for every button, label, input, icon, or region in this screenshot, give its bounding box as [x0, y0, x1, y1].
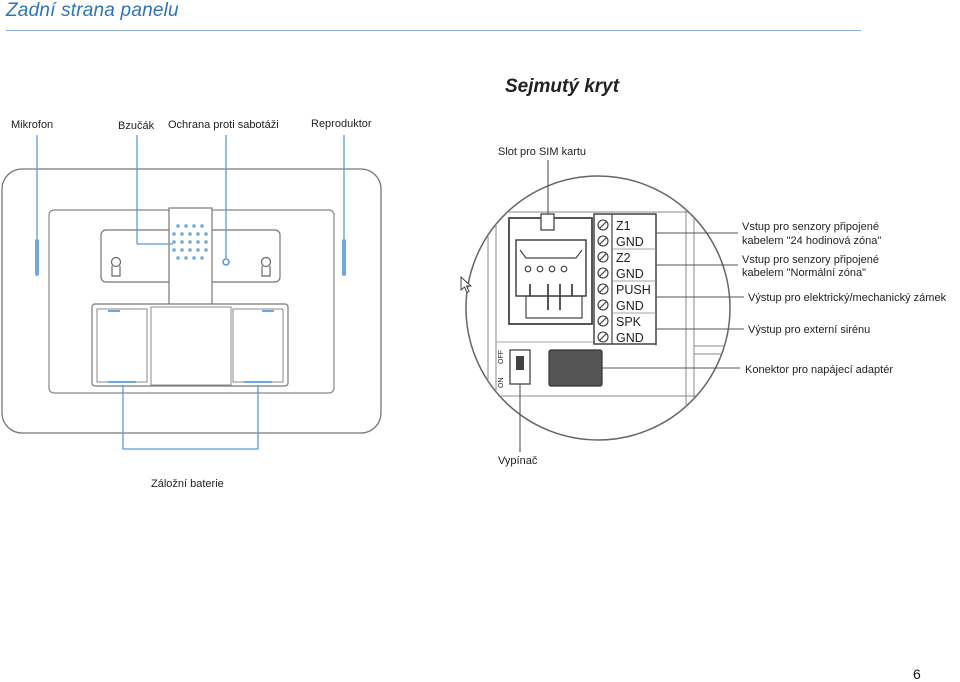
keyhole-right — [260, 256, 272, 277]
battery-compartment — [91, 303, 289, 387]
terminal-block: Z1 GND Z2 GND PUSH GND SPK GND — [593, 213, 657, 345]
terminal-z2: Z2 — [616, 251, 631, 265]
label-bzucak: Bzučák — [118, 120, 155, 132]
label-sim-slot: Slot pro SIM kartu — [498, 146, 586, 158]
terminal-gnd-3: GND — [616, 299, 644, 313]
figure-title: Sejmutý kryt — [505, 76, 620, 97]
terminal-gnd-1: GND — [616, 235, 644, 249]
zoom-view: Z1 GND Z2 GND PUSH GND SPK GND OFF ON — [465, 175, 731, 441]
buzzer-grid — [172, 224, 208, 260]
power-connector — [548, 349, 603, 387]
page-number: 6 — [913, 666, 921, 682]
tamper-switch — [222, 258, 230, 266]
right-callouts — [519, 160, 744, 452]
label-vstup24-line1: Vstup pro senzory připojené — [742, 221, 879, 233]
terminal-gnd-2: GND — [616, 267, 644, 281]
power-switch: OFF ON — [498, 349, 531, 389]
label-vystup-zamek: Výstup pro elektrický/mechanický zámek — [748, 292, 947, 304]
terminal-z1: Z1 — [616, 219, 631, 233]
switch-off-label: OFF — [498, 350, 505, 364]
terminal-push: PUSH — [616, 283, 651, 297]
left-callouts — [36, 135, 345, 450]
label-vstupnorm-line2: kabelem "Normální zóna" — [742, 267, 866, 279]
label-ochrana: Ochrana proti sabotáži — [168, 119, 279, 131]
page-heading: Zadní strana panelu — [6, 0, 179, 21]
mouse-cursor-icon — [460, 275, 473, 294]
label-reproduktor: Reproduktor — [311, 118, 372, 130]
terminal-spk: SPK — [616, 315, 642, 329]
heading-divider — [6, 30, 861, 31]
label-konektor: Konektor pro napájecí adaptér — [745, 364, 893, 376]
label-mikrofon: Mikrofon — [11, 119, 53, 131]
switch-on-label: ON — [498, 378, 505, 389]
label-vstupnorm-line1: Vstup pro senzory připojené — [742, 254, 879, 266]
panel-rear-view — [1, 168, 382, 434]
keyhole-left — [110, 256, 122, 277]
label-vystup-sirena: Výstup pro externí sirénu — [748, 324, 870, 336]
microphone-slot — [35, 239, 39, 276]
label-vstup24-line2: kabelem "24 hodinová zóna" — [742, 235, 881, 247]
speaker-slot — [342, 239, 346, 276]
sim-slot — [508, 213, 593, 325]
label-vypinac: Vypínač — [498, 455, 538, 467]
terminal-screws — [597, 219, 609, 343]
label-zalozni-baterie: Záložní baterie — [151, 478, 224, 490]
terminal-gnd-4: GND — [616, 331, 644, 345]
